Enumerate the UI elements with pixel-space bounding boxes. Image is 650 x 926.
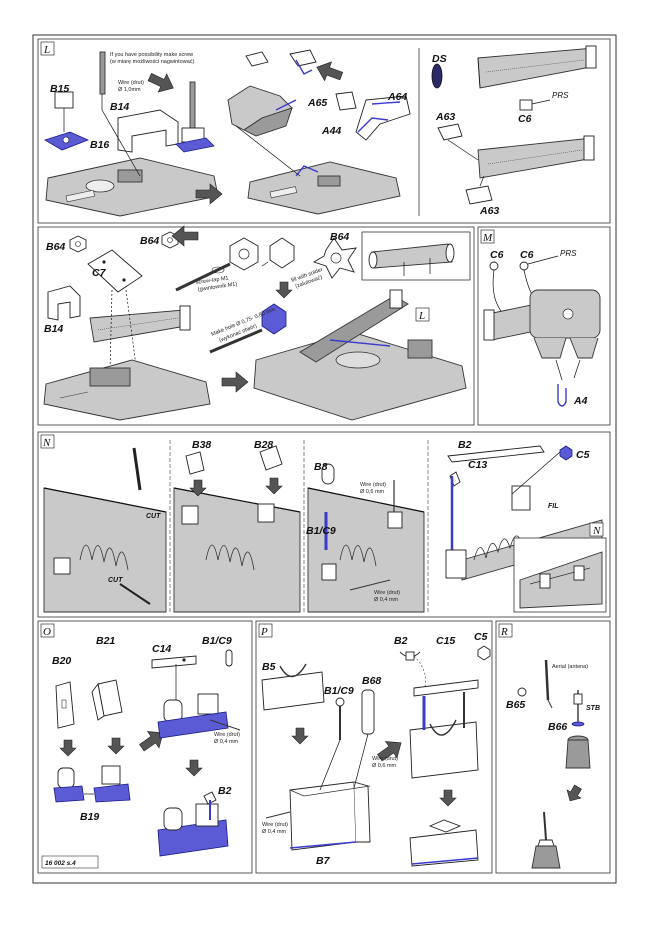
section-L-top: L <box>37 38 611 224</box>
label-B15: B15 <box>50 83 69 95</box>
note-tap-pl: (gwintownik M1) <box>197 281 237 292</box>
label-A44: A44 <box>321 125 341 137</box>
page-code: 16 002 s.4 <box>45 860 76 867</box>
label-A63-b: A63 <box>479 205 499 217</box>
note-wire1-P: Wire (drut) <box>372 756 398 762</box>
panel-O <box>37 620 253 874</box>
label-A64: A64 <box>387 91 407 103</box>
section-O: O 16 002 s.4 B20 <box>37 620 253 874</box>
panel-M <box>477 226 611 426</box>
note-wire-d: Ø 1,0mm <box>118 87 141 93</box>
label-B64-b: B64 <box>140 235 159 247</box>
outer-frame <box>32 34 617 884</box>
label-C5-P: C5 <box>474 631 488 643</box>
label-C6: C6 <box>518 113 532 125</box>
label-B2-P: B2 <box>394 635 408 647</box>
ref-N: N <box>592 525 601 537</box>
label-B19: B19 <box>80 811 99 823</box>
label-B2: B2 <box>458 439 472 451</box>
label-B21: B21 <box>96 635 115 647</box>
label-B14: B14 <box>44 323 63 335</box>
section-title-R: R <box>500 626 508 638</box>
label-C7: C7 <box>92 267 107 279</box>
note-fil: FIL <box>548 503 559 510</box>
panel-R <box>495 620 611 874</box>
note-wire1-d-P: Ø 0,6 mm <box>372 763 397 769</box>
note-screw: If you have possibility make screw <box>110 52 193 58</box>
note-wire: Wire (drut) <box>118 80 144 86</box>
label-B14: B14 <box>110 101 129 113</box>
section-N: N CUT CUT <box>37 431 611 618</box>
note-wire2: Wire (drut) <box>374 590 400 596</box>
label-C6-b: C6 <box>520 249 534 261</box>
label-PRS-M: PRS <box>560 249 577 258</box>
section-title-N: N <box>42 437 51 449</box>
label-A63-a: A63 <box>435 111 455 123</box>
label-C15: C15 <box>436 635 455 647</box>
note-wire2-d: Ø 0,4 mm <box>374 597 399 603</box>
section-L-second: L B64 B64 C7 B14 B64 screw-tap M1 (gwint… <box>37 225 475 426</box>
note-wire-d-O: Ø 0,4 mm <box>214 739 239 745</box>
section-title-L: L <box>43 44 50 56</box>
label-A4: A4 <box>573 395 588 407</box>
label-STB: STB <box>586 705 600 712</box>
note-wire1: Wire (drut) <box>360 482 386 488</box>
label-B16: B16 <box>90 139 109 151</box>
section-M: M C6 C6 PRS A4 <box>477 226 611 426</box>
label-C14: C14 <box>152 643 171 655</box>
label-B64-c: B64 <box>330 231 349 243</box>
label-C13: C13 <box>468 459 487 471</box>
note-wire2-P: Wire (drut) <box>262 822 288 828</box>
label-B1-C9-O: B1/C9 <box>202 635 232 647</box>
label-B66: B66 <box>548 721 567 733</box>
panel-P <box>255 620 493 874</box>
section-R: R B65 STB B66 Aerial (antena) <box>495 620 611 874</box>
panel-L <box>37 38 611 224</box>
note-wire1-d: Ø 0,6 mm <box>360 489 385 495</box>
label-B28: B28 <box>254 439 273 451</box>
label-B8: B8 <box>314 461 328 473</box>
label-B20: B20 <box>52 655 71 667</box>
label-B64-a: B64 <box>46 241 65 253</box>
label-DS: DS <box>432 53 447 65</box>
label-B38: B38 <box>192 439 211 451</box>
section-title-M: M <box>482 232 493 244</box>
note-cut-2: CUT <box>108 577 123 584</box>
label-B65: B65 <box>506 699 525 711</box>
panel-L2 <box>37 226 475 426</box>
label-C5: C5 <box>576 449 590 461</box>
section-title-P: P <box>260 626 268 638</box>
note-wire2-d-P: Ø 0,4 mm <box>262 829 287 835</box>
panel-N <box>37 431 611 618</box>
label-B7: B7 <box>316 855 331 867</box>
label-PRS: PRS <box>552 91 569 100</box>
label-B5: B5 <box>262 661 276 673</box>
label-C6-a: C6 <box>490 249 504 261</box>
label-B1-C9-P: B1/C9 <box>324 685 354 697</box>
label-A65: A65 <box>307 97 327 109</box>
note-aerial: Aerial (antena) <box>552 664 588 670</box>
ref-L: L <box>418 310 425 322</box>
note-screw-pl: (w miarę możliwości nagwintować) <box>110 59 195 65</box>
note-tap: screw-tap M1 <box>195 275 229 286</box>
label-B68: B68 <box>362 675 381 687</box>
label-B1-C9: B1/C9 <box>306 525 336 537</box>
label-B2-O: B2 <box>218 785 232 797</box>
section-title-O: O <box>43 626 51 638</box>
section-P: P B2 C15 C5 <box>255 620 493 874</box>
note-wire-O: Wire (drut) <box>214 732 240 738</box>
note-cut-1: CUT <box>146 513 161 520</box>
